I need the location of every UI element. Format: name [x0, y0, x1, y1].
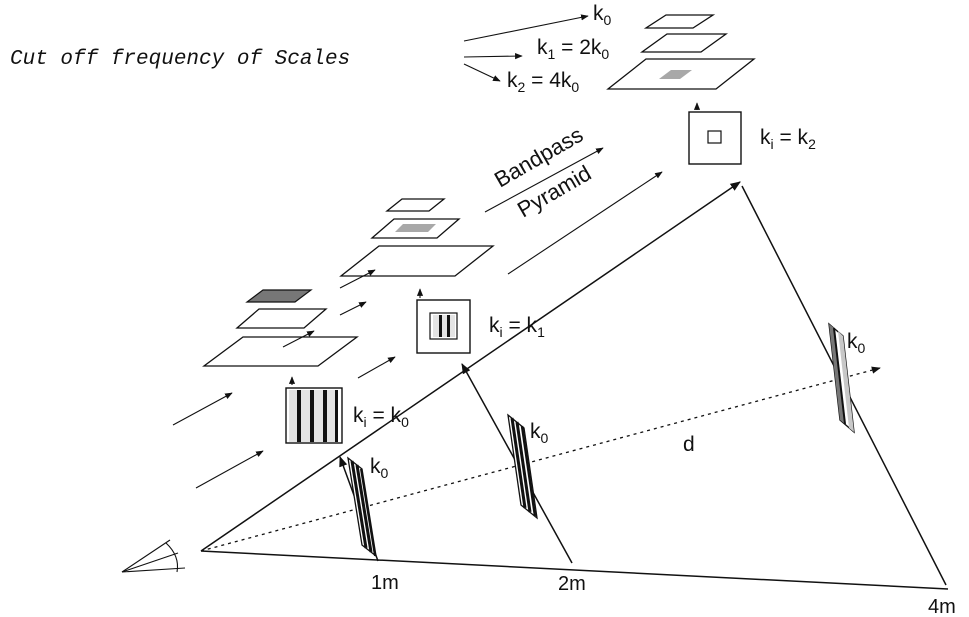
sight-line-upper: [200, 181, 741, 552]
ki-k1-label: ki = k1: [489, 314, 545, 340]
scale-plane-k1: [639, 33, 729, 53]
pyramid-1m-plane-top: [245, 289, 313, 303]
scale-k1-label: k1 = 2k0: [537, 36, 609, 62]
window-2m: [416, 288, 471, 354]
scale-plane-k0: [643, 14, 716, 29]
grating-1m-label: k0: [370, 455, 389, 481]
pyramid-2m-plane-bottom: [339, 245, 495, 277]
tick-4m-label: 4m: [928, 596, 956, 617]
cutoff-arrow-k2: [463, 63, 501, 82]
scale-k0-label: k0: [593, 2, 612, 28]
grating-4m-label: k0: [847, 330, 866, 356]
tick-2m-label: 2m: [558, 573, 586, 595]
window-4m: [688, 102, 742, 165]
grating-2m-label: k0: [530, 420, 549, 446]
grating-4m: [828, 322, 855, 434]
cutoff-frequency-label: Cut off frequency of Scales: [10, 48, 350, 71]
ground-line: [200, 550, 949, 590]
scale-k2-label: k2 = 4k0: [507, 69, 579, 95]
window-1m: [285, 376, 343, 444]
distance-d-label: d: [683, 433, 695, 456]
bandpass-arrows: [172, 147, 663, 489]
distance-line-d: [200, 366, 881, 552]
grating-2m: [507, 413, 538, 520]
pyramid-1m-plane-bottom: [202, 336, 359, 367]
cutoff-arrow-k0: [463, 14, 589, 42]
pyramid-2m-plane-mid-patch: [395, 224, 436, 232]
scale-plane-k2-patch: [659, 70, 692, 79]
observer-eye-icon: [121, 539, 186, 573]
ki-k0-label: ki = k0: [353, 404, 409, 430]
tick-1m-label: 1m: [371, 572, 399, 594]
ki-k2-label: ki = k2: [760, 126, 816, 152]
pyramid-1m-plane-mid: [235, 308, 328, 329]
grating-1m: [347, 456, 377, 558]
cutoff-arrow-k1: [463, 53, 523, 60]
pyramid-2m-plane-top: [385, 198, 446, 212]
